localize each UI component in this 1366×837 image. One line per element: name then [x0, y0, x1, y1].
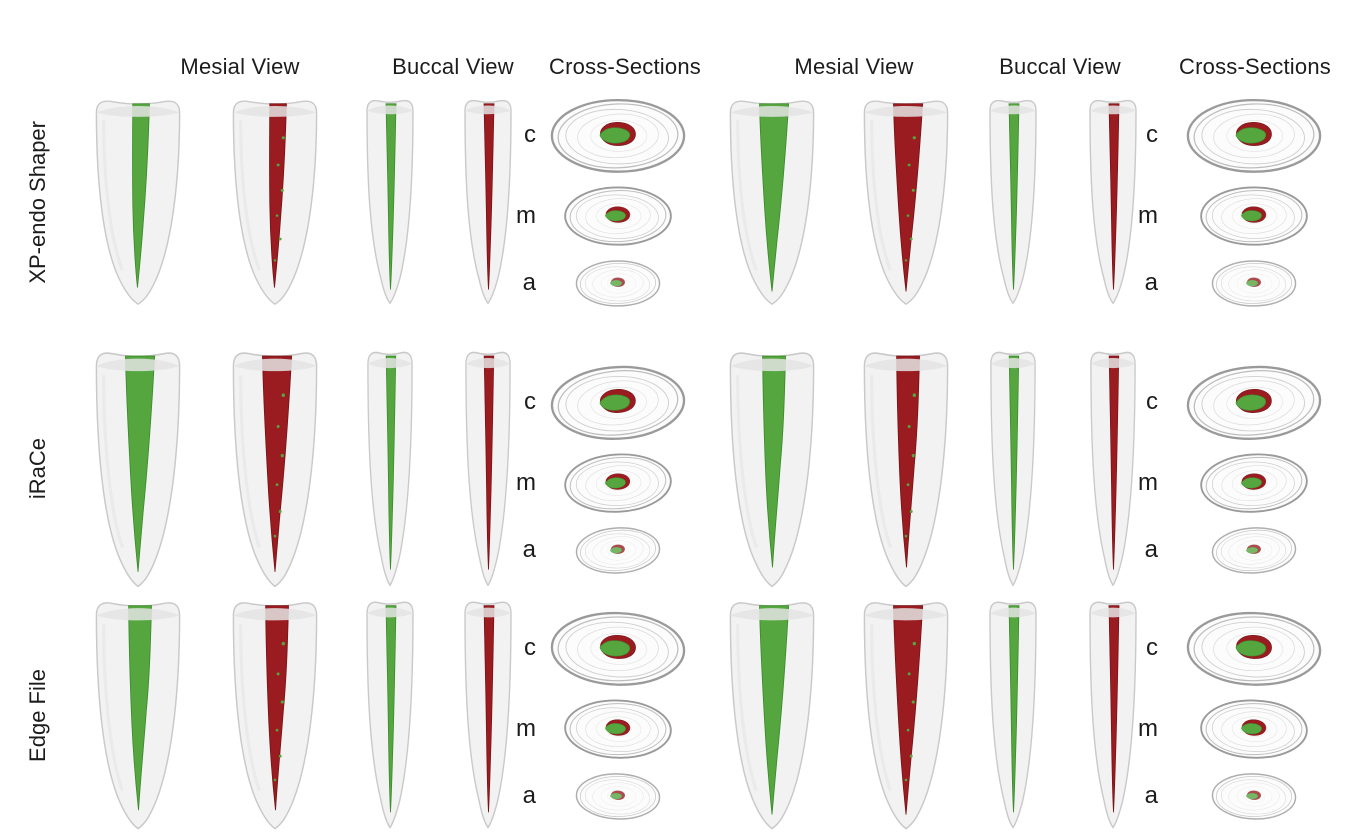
row-label-xp-endo-shaper: XP-endo Shaper — [25, 120, 50, 284]
row-section-xp-endo-shaper: XP-endo Shaper c m a — [0, 95, 1366, 309]
cross-section-coronal: c — [514, 97, 700, 175]
tooth-mesial-postop — [223, 95, 327, 309]
tooth-buccal-preop — [355, 596, 425, 834]
cross-section-stack: c m a — [514, 95, 700, 309]
cross-section-middle: m — [1136, 698, 1350, 761]
cross-section-coronal: c — [514, 609, 700, 688]
cross-section-stack: c m a — [514, 596, 700, 834]
cross-section-apical: a — [514, 524, 700, 576]
row-label-edge-file: Edge File — [25, 668, 50, 762]
cross-section-label-middle: m — [1138, 469, 1158, 497]
column-header-cross-sections-right: Cross-Sections — [1179, 54, 1331, 79]
tooth-mesial-postop — [223, 346, 327, 592]
tooth-mesial-preop — [86, 596, 190, 834]
cross-section-apical: a — [1136, 259, 1350, 308]
cross-section-label-middle: m — [516, 202, 536, 230]
cross-section-stack: c m a — [514, 346, 700, 592]
tooth-buccal-preop — [355, 95, 425, 309]
tooth-mesial-preop — [720, 346, 824, 592]
cross-section-middle: m — [514, 185, 700, 247]
cross-section-label-coronal: c — [524, 634, 536, 662]
cross-section-stack: c m a — [1136, 346, 1350, 592]
tooth-mesial-postop — [854, 596, 958, 834]
cross-section-apical: a — [514, 771, 700, 821]
column-header-mesial-left: Mesial View — [180, 54, 300, 79]
cross-section-label-middle: m — [516, 469, 536, 497]
tooth-buccal-preop — [355, 346, 425, 592]
tooth-buccal-postop — [453, 596, 523, 834]
cross-section-middle: m — [514, 698, 700, 761]
tooth-buccal-postop — [453, 95, 523, 309]
tooth-buccal-preop — [978, 95, 1048, 309]
cross-section-apical: a — [514, 259, 700, 308]
tooth-buccal-postop — [453, 346, 523, 592]
cross-section-label-middle: m — [1138, 715, 1158, 743]
cross-section-coronal: c — [514, 362, 700, 443]
cross-section-middle: m — [1136, 451, 1350, 516]
cross-section-middle: m — [514, 451, 700, 516]
cross-section-coronal: c — [1136, 97, 1350, 175]
tooth-buccal-preop — [978, 596, 1048, 834]
cross-section-label-coronal: c — [524, 388, 536, 416]
cross-section-coronal: c — [1136, 362, 1350, 443]
tooth-mesial-postop — [854, 95, 958, 309]
column-header-cross-sections-left: Cross-Sections — [549, 54, 701, 79]
tooth-mesial-preop — [720, 95, 824, 309]
cross-section-label-apical: a — [1144, 268, 1158, 296]
cross-section-stack: c m a — [1136, 596, 1350, 834]
cross-section-label-coronal: c — [524, 121, 536, 149]
cross-section-label-apical: a — [522, 268, 536, 296]
cross-section-label-coronal: c — [1146, 634, 1158, 662]
tooth-mesial-postop — [854, 346, 958, 592]
cross-section-label-coronal: c — [1146, 121, 1158, 149]
tooth-mesial-postop — [223, 596, 327, 834]
cross-section-apical: a — [1136, 524, 1350, 576]
tooth-mesial-preop — [86, 346, 190, 592]
cross-section-middle: m — [1136, 185, 1350, 247]
tooth-mesial-preop — [720, 596, 824, 834]
cross-section-label-coronal: c — [1146, 388, 1158, 416]
cross-section-label-apical: a — [1144, 781, 1158, 809]
tooth-mesial-preop — [86, 95, 190, 309]
row-label-irace: iRaCe — [25, 438, 50, 500]
row-section-edge-file: Edge File c m a — [0, 596, 1366, 834]
row-section-irace: iRaCe c m a — [0, 346, 1366, 592]
cross-section-label-middle: m — [1138, 202, 1158, 230]
cross-section-apical: a — [1136, 771, 1350, 821]
column-header-mesial-right: Mesial View — [794, 54, 914, 79]
column-header-buccal-right: Buccal View — [999, 54, 1121, 79]
cross-section-coronal: c — [1136, 609, 1350, 688]
column-header-buccal-left: Buccal View — [392, 54, 514, 79]
tooth-buccal-preop — [978, 346, 1048, 592]
cross-section-label-apical: a — [522, 535, 536, 563]
cross-section-stack: c m a — [1136, 95, 1350, 309]
cross-section-label-apical: a — [522, 781, 536, 809]
cross-section-label-middle: m — [516, 715, 536, 743]
cross-section-label-apical: a — [1144, 535, 1158, 563]
